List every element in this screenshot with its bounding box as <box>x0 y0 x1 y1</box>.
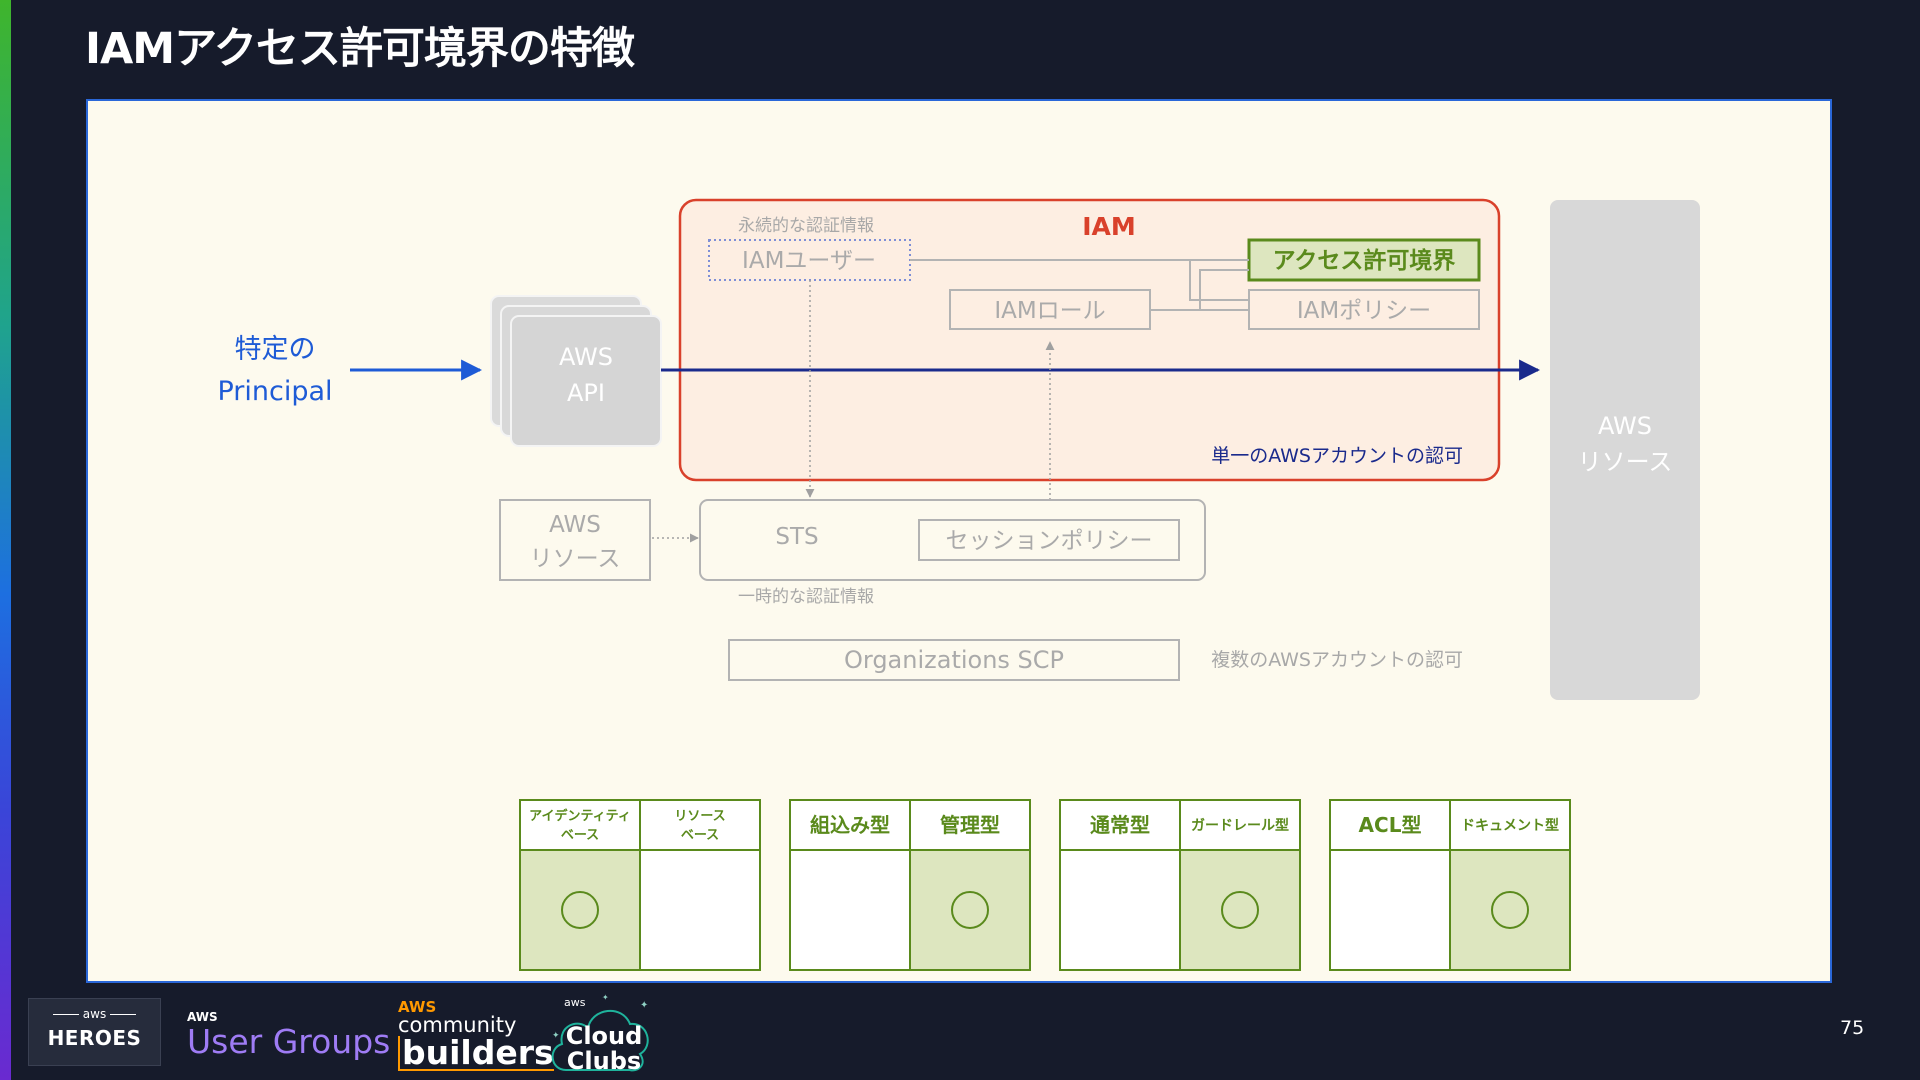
right-header-label: ベース <box>681 828 719 843</box>
left-header-label: アイデンティティ <box>529 808 631 824</box>
session-policy-label: セッションポリシー <box>946 528 1153 554</box>
right-header-label: ガードレール型 <box>1191 817 1289 834</box>
aws-resource-big-box <box>1550 200 1700 700</box>
user-groups-text: User Groups <box>187 1022 391 1061</box>
left-accent-stripe <box>0 0 11 1080</box>
sts-label: STS <box>775 524 818 550</box>
right-header-label: ドキュメント型 <box>1461 817 1559 834</box>
right-header-cell <box>909 799 1031 851</box>
iam-role-label: IAMロール <box>994 298 1105 324</box>
principal-label-line1: 特定の <box>235 334 316 365</box>
aws-resource-small-line2: リソース <box>530 546 621 572</box>
aws-cloud-clubs-logo: ✦ ✦ ✦ aws Cloud Clubs <box>544 990 656 1076</box>
left-header-label: 通常型 <box>1090 813 1150 837</box>
left-cell <box>1329 849 1451 971</box>
check-mark-circle <box>1221 891 1259 929</box>
left-cell <box>519 849 641 971</box>
user-groups-aws-text: AWS <box>187 1010 218 1024</box>
policy-connectors <box>910 259 1249 311</box>
principal-label-line2: Principal <box>217 376 332 407</box>
comparison-table: 通常型 ガードレール型 <box>1059 799 1301 971</box>
organizations-scp-box <box>728 639 1180 681</box>
cloud-clubs-aws-text: aws <box>564 996 586 1009</box>
cloud-clubs-line2: Clubs <box>566 1047 642 1075</box>
iam-user-label: IAMユーザー <box>742 248 876 274</box>
left-cell <box>1059 849 1181 971</box>
builders-text: builders <box>398 1036 554 1071</box>
right-cell <box>909 849 1031 971</box>
multi-account-auth-label: 複数のAWSアカウントの認可 <box>1211 649 1463 671</box>
cloud-icon: ✦ ✦ ✦ <box>551 993 649 1072</box>
cloud-clubs-line1: Cloud <box>565 1022 643 1050</box>
heroes-aws-text: aws <box>29 1007 160 1021</box>
aws-api-label-line2: API <box>567 379 605 407</box>
slide-title: IAMアクセス許可境界の特徴 <box>85 24 635 74</box>
sts-box <box>699 499 1206 581</box>
check-mark-circle <box>951 891 989 929</box>
heroes-text: HEROES <box>47 1026 142 1050</box>
permission-boundary-label: アクセス許可境界 <box>1273 247 1456 274</box>
temporary-credentials-label: 一時的な認証情報 <box>738 587 874 607</box>
left-header-cell <box>1059 799 1181 851</box>
left-cell <box>789 849 911 971</box>
aws-api-stack <box>490 295 662 447</box>
aws-resource-small-line1: AWS <box>549 512 601 538</box>
aws-resource-big-line1: AWS <box>1598 412 1652 440</box>
aws-user-groups-logo: AWS User Groups <box>187 1010 390 1061</box>
sparkle-icon: ✦ <box>640 1000 648 1011</box>
right-header-label: リソース <box>674 809 725 824</box>
aws-api-label-line1: AWS <box>559 343 613 371</box>
right-cell <box>1449 849 1571 971</box>
aws-resource-small-box <box>499 499 651 581</box>
comparison-table: ACL型 ドキュメント型 <box>1329 799 1571 971</box>
left-header-cell <box>789 799 911 851</box>
iam-policy-label: IAMポリシー <box>1297 298 1431 324</box>
aws-heroes-logo: aws HEROES <box>28 998 161 1066</box>
left-header-label: 組込み型 <box>810 813 890 837</box>
right-header-cell <box>639 799 761 851</box>
left-header-label: ベース <box>561 828 599 843</box>
right-header-label: 管理型 <box>940 813 1000 837</box>
cloud-clubs-text: Cloud Clubs <box>564 1024 644 1074</box>
organizations-scp-label: Organizations SCP <box>844 646 1064 674</box>
right-cell <box>639 849 761 971</box>
community-text: community <box>398 1013 517 1037</box>
right-cell <box>1179 849 1301 971</box>
check-mark-circle <box>1491 891 1529 929</box>
persistent-credentials-label: 永続的な認証情報 <box>738 216 874 236</box>
session-policy-box <box>918 519 1180 561</box>
right-header-cell <box>1179 799 1301 851</box>
left-header-label: ACL型 <box>1359 813 1422 837</box>
sparkle-icon: ✦ <box>552 1031 560 1041</box>
community-builders-aws-text: AWS <box>398 998 437 1016</box>
aws-community-builders-logo: AWS community builders <box>398 1000 554 1071</box>
page-number: 75 <box>1840 1017 1865 1039</box>
iam-title: IAM <box>1082 212 1136 241</box>
right-header-cell <box>1449 799 1571 851</box>
check-mark-circle <box>561 891 599 929</box>
comparison-table: 組込み型 管理型 <box>789 799 1031 971</box>
sparkle-icon: ✦ <box>602 993 609 1002</box>
single-account-auth-label: 単一のAWSアカウントの認可 <box>1211 445 1463 467</box>
left-header-cell <box>1329 799 1451 851</box>
aws-resource-big-line2: リソース <box>1578 448 1673 476</box>
